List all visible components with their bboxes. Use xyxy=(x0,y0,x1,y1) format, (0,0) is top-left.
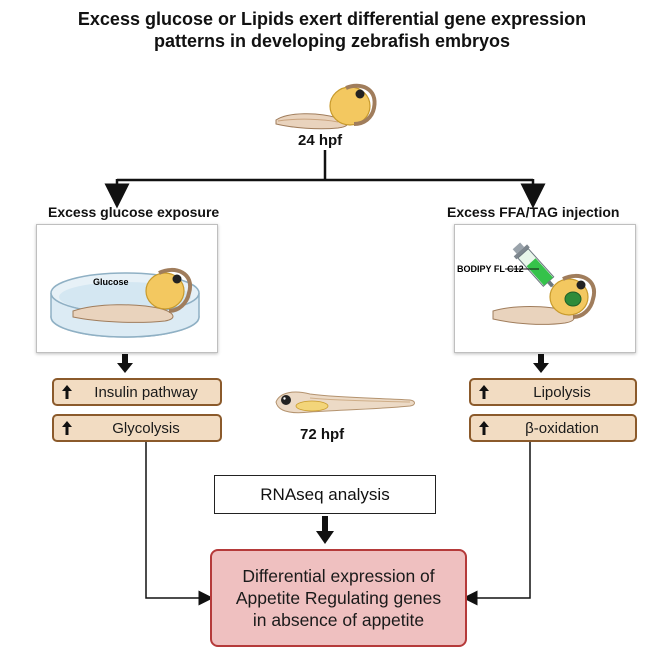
lipid-injection-panel: BODIPY FL C12 xyxy=(454,224,636,353)
result-text: Differential expression of Appetite Regu… xyxy=(235,566,442,630)
embryo-24hpf-image xyxy=(275,83,377,130)
bodipy-label: BODIPY FL C12 xyxy=(457,264,524,274)
glucose-label: Glucose xyxy=(93,277,129,287)
injected-embryo-image: BODIPY FL C12 xyxy=(457,242,597,325)
left-flow-line xyxy=(145,442,214,606)
arrow-up-icon xyxy=(471,421,497,435)
petri-dish-embryo-image: Glucose xyxy=(50,267,200,338)
arrow-up-icon xyxy=(54,385,80,399)
effect-label: Lipolysis xyxy=(533,383,591,401)
glucose-exposure-panel: Glucose xyxy=(36,224,218,353)
left-branch-heading: Excess glucose exposure xyxy=(48,204,220,220)
larva-72hpf-image xyxy=(275,391,415,414)
right-panel-down-arrow xyxy=(533,354,549,373)
stage-label-72hpf: 72 hpf xyxy=(300,426,345,443)
right-branch-heading: Excess FFA/TAG injection xyxy=(447,204,620,220)
arrow-up-icon xyxy=(471,385,497,399)
result-box: Differential expression of Appetite Regu… xyxy=(210,549,467,647)
rnaseq-analysis-box: RNAseq analysis xyxy=(214,475,436,514)
arrow-up-icon xyxy=(54,421,80,435)
right-flow-line xyxy=(462,442,531,606)
effect-insulin-pathway: Insulin pathway xyxy=(52,378,222,406)
effect-label: Glycolysis xyxy=(112,419,180,437)
analysis-down-arrow xyxy=(316,516,334,544)
effect-label: β-oxidation xyxy=(525,419,599,437)
effect-lipolysis: Lipolysis xyxy=(469,378,637,406)
stage-label-24hpf: 24 hpf xyxy=(298,132,343,149)
left-panel-down-arrow xyxy=(117,354,133,373)
effect-label: Insulin pathway xyxy=(94,383,198,401)
diagram-title: Excess glucose or Lipids exert different… xyxy=(77,9,587,51)
effect-beta-oxidation: β-oxidation xyxy=(469,414,637,442)
effect-glycolysis: Glycolysis xyxy=(52,414,222,442)
